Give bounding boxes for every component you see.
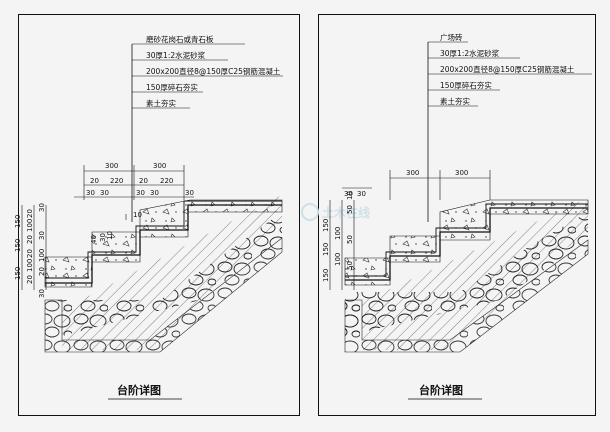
right-side-dimensions: 150 150 150 10 50 100 50 100 50 <box>322 191 355 290</box>
right-dim-seg-6: 50 <box>346 261 354 270</box>
left-dim-seg-4: 30 <box>38 203 46 212</box>
right-layer-4: 150厚碎石夯实 <box>440 80 492 90</box>
left-top-dimensions: 300 300 20 220 20 220 30 30 30 30 30 <box>74 162 194 200</box>
watermark-text: 土木在线 <box>322 205 370 220</box>
right-layer-5: 素土夯实 <box>440 96 470 106</box>
left-dim-seg-6: 100 <box>26 259 34 272</box>
right-finish-layer <box>345 203 588 277</box>
right-dim-seg-3: 100 <box>334 227 342 240</box>
left-dim-tread-2: 300 <box>153 162 166 170</box>
left-side-dimensions: 150 150 150 20 100 20 30 20 100 20 30 10… <box>14 203 47 298</box>
left-dim-part-4: 220 <box>160 177 173 185</box>
left-detail-title: 台阶详图 <box>117 383 161 397</box>
left-dim-small-1: 30 <box>86 189 95 197</box>
left-dim-seg-3: 20 <box>26 235 34 244</box>
left-dim-seg-8: 30 <box>38 289 46 298</box>
right-dim-tread-1: 300 <box>406 169 419 177</box>
right-dim-seg-4: 50 <box>346 235 354 244</box>
right-dim-rise-3: 150 <box>322 269 330 282</box>
left-layer-2: 30厚1:2水泥砂浆 <box>146 50 206 60</box>
left-dim-rise-1: 150 <box>14 215 22 228</box>
left-layer-5: 素土夯实 <box>146 98 176 108</box>
left-dim-mid-3: 30 <box>99 233 107 242</box>
left-stair-detail: 磨砂花岗石或青石板 30厚1:2水泥砂浆 200x200直径8@150厚C25钢… <box>14 34 283 400</box>
right-dim-small-2: 30 <box>357 190 366 198</box>
left-dim-tread-1: 300 <box>105 162 118 170</box>
right-dim-small-1: 30 <box>344 190 353 198</box>
left-dim-mid-2: 40 <box>90 235 98 244</box>
left-dim-small-5: 30 <box>185 189 194 197</box>
left-layer-1: 磨砂花岗石或青石板 <box>146 34 214 44</box>
left-detail-frame <box>18 14 300 416</box>
left-dim-seg-10: 20 <box>38 267 46 276</box>
left-layer-4: 150厚碎石夯实 <box>146 82 198 92</box>
left-dim-part-1: 20 <box>90 177 99 185</box>
right-step-profile <box>345 207 588 281</box>
right-detail-title: 台阶详图 <box>419 383 463 397</box>
right-dim-rise-1: 150 <box>322 219 330 232</box>
left-base-stone <box>44 237 283 353</box>
left-layer-3: 200x200直径8@150厚C25钢筋混凝土 <box>146 66 281 76</box>
left-dim-small-3: 30 <box>136 189 145 197</box>
left-finish-layer <box>45 200 282 279</box>
left-dim-rise-2: 150 <box>14 239 22 252</box>
left-dim-mid-4: 10 <box>106 231 114 240</box>
left-dim-seg-2: 100 <box>26 219 34 232</box>
right-base-stone <box>344 239 589 353</box>
watermark-logo-icon <box>301 203 319 221</box>
right-dim-seg-5: 100 <box>334 253 342 266</box>
left-dim-small-4: 30 <box>150 189 159 197</box>
right-layer-1: 广场砖 <box>440 32 463 42</box>
right-layer-3: 200x200直径8@150厚C25钢筋混凝土 <box>440 64 575 74</box>
left-dim-part-2: 220 <box>110 177 123 185</box>
right-stair-detail: 广场砖 30厚1:2水泥砂浆 200x200直径8@150厚C25钢筋混凝土 1… <box>322 32 592 400</box>
left-dim-seg-11: 30 <box>38 231 46 240</box>
right-stone-bed <box>345 212 588 336</box>
right-dim-tread-2: 300 <box>455 169 468 177</box>
right-dim-rise-2: 150 <box>322 243 330 256</box>
watermark: 土木在线 <box>301 203 370 221</box>
left-dim-seg-5: 20 <box>26 249 34 258</box>
left-dim-seg-1: 20 <box>26 209 34 218</box>
right-dim-seg-2: 50 <box>346 205 354 214</box>
right-top-dimensions: 300 300 30 30 <box>342 169 491 200</box>
left-dim-seg-9: 100 <box>38 249 46 262</box>
left-mid-dimensions: 10 40 30 10 <box>90 211 142 244</box>
left-dim-rise-3: 150 <box>14 267 22 280</box>
left-dim-mid-1: 10 <box>133 211 142 219</box>
left-stone-bed <box>62 212 282 336</box>
right-detail-frame <box>318 14 596 416</box>
right-layer-2: 30厚1:2水泥砂浆 <box>440 48 500 58</box>
right-dim-seg-1: 10 <box>346 191 354 200</box>
left-dim-small-2: 30 <box>100 189 109 197</box>
left-dim-part-3: 20 <box>139 177 148 185</box>
left-step-profile <box>45 204 282 284</box>
left-dim-seg-7: 20 <box>26 275 34 284</box>
